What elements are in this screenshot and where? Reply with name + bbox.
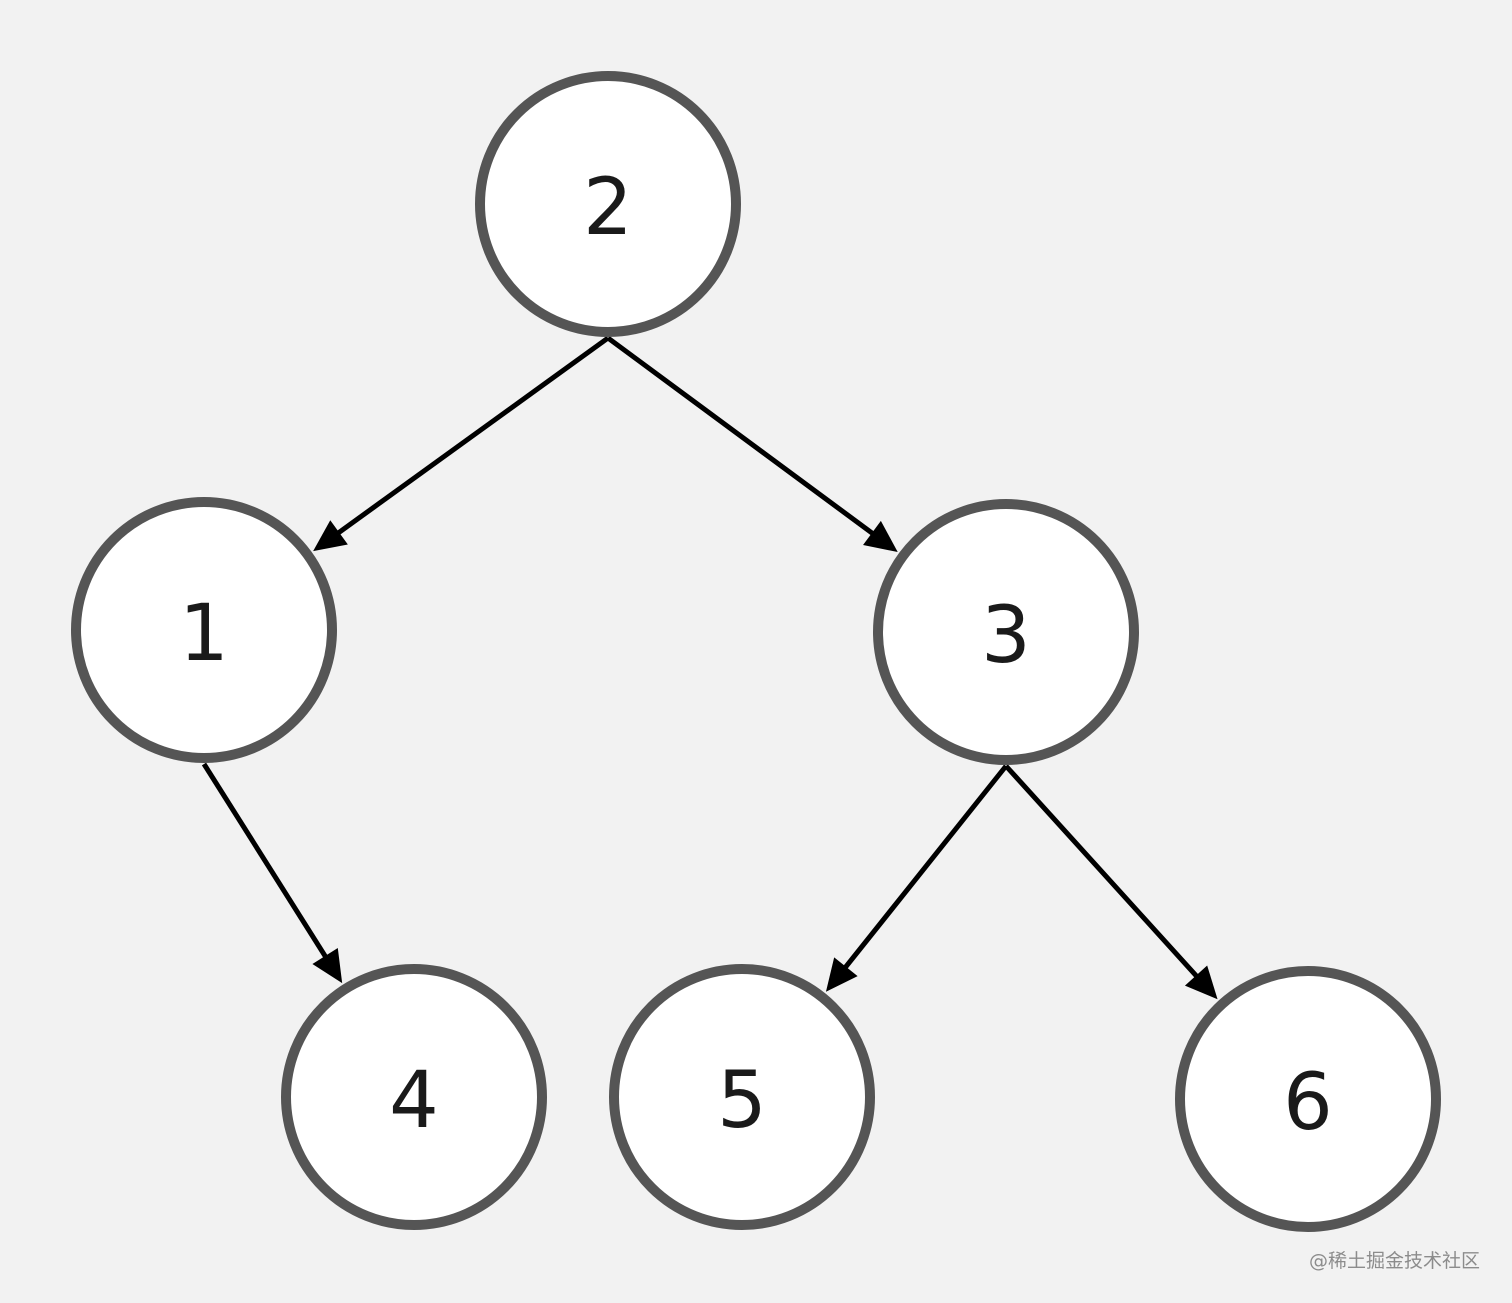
arrowhead-icon <box>313 520 348 552</box>
edge-line <box>334 335 610 537</box>
edge-line <box>606 335 877 538</box>
edge-n3-n5 <box>825 764 1008 992</box>
edge-line <box>841 764 1008 972</box>
edge-n1-n4 <box>201 762 343 984</box>
node-label: 1 <box>179 589 229 679</box>
edge-n3-n6 <box>1004 764 1218 1000</box>
watermark-text: @稀土掘金技术社区 <box>1308 1250 1480 1272</box>
tree-node-3: 3 <box>873 499 1139 765</box>
tree-node-1: 1 <box>71 497 337 763</box>
tree-node-2: 2 <box>475 71 741 337</box>
edge-n2-n1 <box>313 335 610 552</box>
node-label: 5 <box>717 1056 767 1146</box>
node-circle <box>71 497 337 763</box>
node-label: 3 <box>981 591 1031 681</box>
edges-layer <box>201 335 1218 1000</box>
node-circle <box>1175 966 1441 1232</box>
tree-node-4: 4 <box>281 964 547 1230</box>
tree-node-6: 6 <box>1175 966 1441 1232</box>
node-circle <box>281 964 547 1230</box>
arrowhead-icon <box>1184 965 1218 1000</box>
node-circle <box>609 964 875 1230</box>
node-label: 4 <box>389 1056 439 1146</box>
node-label: 2 <box>583 163 633 253</box>
tree-node-5: 5 <box>609 964 875 1230</box>
arrowhead-icon <box>825 957 858 992</box>
node-circle <box>475 71 741 337</box>
node-label: 6 <box>1283 1058 1333 1148</box>
arrowhead-icon <box>312 948 343 984</box>
nodes-layer: 2 1 3 4 5 6 <box>71 71 1441 1232</box>
node-circle <box>873 499 1139 765</box>
edge-n2-n3 <box>606 335 898 553</box>
arrowhead-icon <box>863 520 898 553</box>
edge-line <box>1004 764 1201 981</box>
edge-line <box>201 762 330 961</box>
